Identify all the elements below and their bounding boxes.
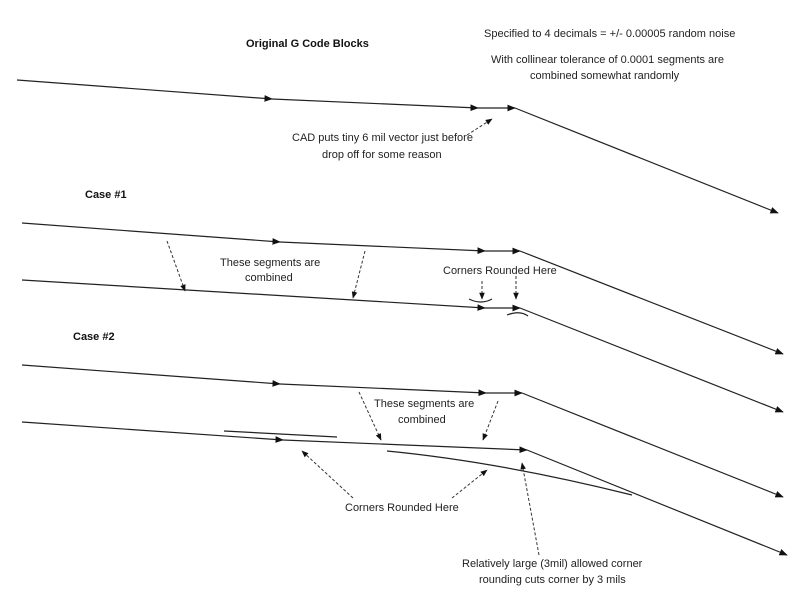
case2-corner-pointer-1: [301, 450, 354, 499]
cad-note-line2: drop off for some reason: [322, 149, 442, 161]
case1-rounding-arc-2: [506, 312, 529, 317]
case1-combined-pointer-1: [166, 240, 186, 292]
collinear-note-line1: With collinear tolerance of 0.0001 segme…: [491, 54, 724, 66]
case2-rounding-curve-2: [386, 450, 633, 496]
case2-combined-line2: combined: [398, 414, 446, 426]
case2-large-rounding-line2: rounding cuts corner by 3 mils: [479, 574, 626, 586]
case2-original-path: [21, 364, 784, 498]
case1-corners-label: Corners Rounded Here: [443, 265, 557, 277]
original-segment-2: [271, 98, 479, 112]
original-dropoff-segment: [514, 107, 779, 214]
case1-combined-line1: These segments are: [220, 257, 321, 269]
case2-combined-path: [21, 421, 788, 556]
case1-combined-line2: combined: [245, 272, 293, 284]
case1-rounding-arc-1: [468, 298, 493, 303]
case2-large-rounding-pointer: [520, 462, 540, 556]
case2-title: Case #2: [73, 331, 115, 343]
precision-note: Specified to 4 decimals = +/- 0.00005 ra…: [484, 28, 736, 40]
case2-combined-pointer-1: [358, 391, 382, 441]
case2-rounding-line-1: [223, 430, 338, 438]
original-path: [16, 79, 779, 214]
case1-combined-path: [21, 279, 784, 413]
case2-corners-label: Corners Rounded Here: [345, 502, 459, 514]
case2-combined-pointer-2: [482, 400, 499, 441]
collinear-note-line2: combined somewhat randomly: [530, 70, 680, 82]
case2-combined-line1: These segments are: [374, 398, 475, 410]
case1-combined-pointer-2: [351, 250, 366, 299]
case2-corner-pointer-2: [451, 469, 488, 499]
case2-large-rounding-line1: Relatively large (3mil) allowed corner: [462, 558, 643, 570]
diagram-title: Original G Code Blocks: [246, 38, 369, 50]
cad-note-line1: CAD puts tiny 6 mil vector just before: [292, 132, 473, 144]
case1-original-path: [21, 222, 784, 355]
original-segment-1: [16, 79, 273, 102]
case1-title: Case #1: [85, 189, 127, 201]
